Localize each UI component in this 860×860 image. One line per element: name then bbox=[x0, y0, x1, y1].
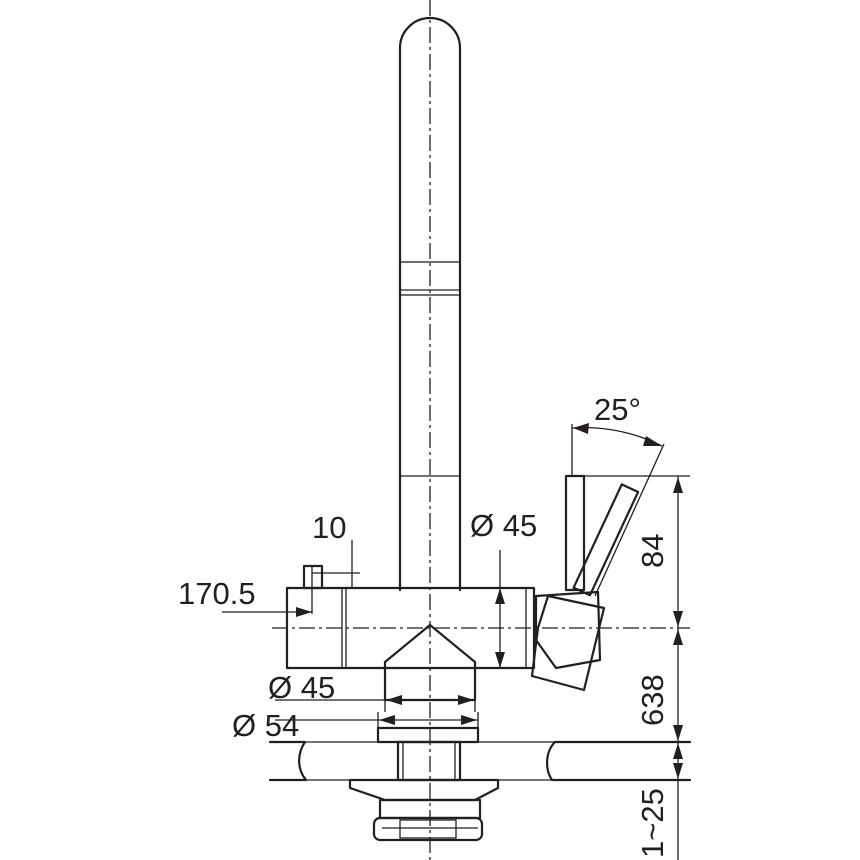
lever-rotated bbox=[572, 483, 640, 597]
shank bbox=[396, 740, 462, 782]
dim-angle-arrow-right bbox=[643, 436, 662, 446]
dim-hole-diam-arrow-right bbox=[461, 715, 477, 725]
thread-end-inner bbox=[399, 819, 457, 839]
dim-angle-label: 25° bbox=[594, 392, 641, 427]
dim-sink-arrow-bottom bbox=[673, 763, 683, 779]
dim-base-diam-arrow-left bbox=[386, 695, 402, 705]
dim-hole-diam-arrow-left bbox=[379, 715, 395, 725]
spout-tube bbox=[398, 16, 462, 592]
dim-10-label: 10 bbox=[312, 510, 346, 545]
worktop-right bbox=[546, 740, 692, 782]
dim-sink-label: 1~25 bbox=[635, 788, 670, 858]
handle-base-rotated bbox=[530, 594, 606, 692]
lever-upright bbox=[564, 474, 586, 592]
washer bbox=[348, 778, 500, 802]
spout-ring bbox=[399, 261, 461, 296]
dim-sink-arrow-top bbox=[673, 743, 683, 759]
dim-84-arrow-bottom bbox=[673, 611, 683, 627]
dim-170-arrow bbox=[296, 607, 312, 617]
dim-body-diam-arrow-bottom bbox=[495, 652, 505, 668]
dim-170-label: 170.5 bbox=[178, 576, 256, 611]
worktop-left bbox=[268, 740, 308, 782]
dim-638-label: 638 bbox=[635, 674, 670, 726]
dim-angle-arrow-left bbox=[573, 423, 589, 434]
handle-base bbox=[534, 590, 602, 670]
dim-84-label: 84 bbox=[635, 534, 670, 568]
dim-hole-diam-label: Ø 54 bbox=[232, 708, 299, 743]
dim-84-arrow-top bbox=[673, 477, 683, 493]
dim-angle-ext-rotated bbox=[594, 443, 665, 597]
dim-base-diam-label: Ø 45 bbox=[268, 670, 335, 705]
thread-end bbox=[372, 816, 484, 842]
mounting-collar bbox=[376, 726, 480, 744]
dim-body-diam-arrow-top bbox=[495, 588, 505, 604]
dim-body-diam-label: Ø 45 bbox=[470, 508, 537, 543]
dim-638-arrow-top bbox=[673, 629, 683, 645]
valve-body bbox=[285, 586, 536, 670]
dim-base-diam-arrow-right bbox=[458, 695, 474, 705]
side-knob bbox=[302, 564, 324, 590]
dim-638-arrow-bottom bbox=[673, 725, 683, 741]
